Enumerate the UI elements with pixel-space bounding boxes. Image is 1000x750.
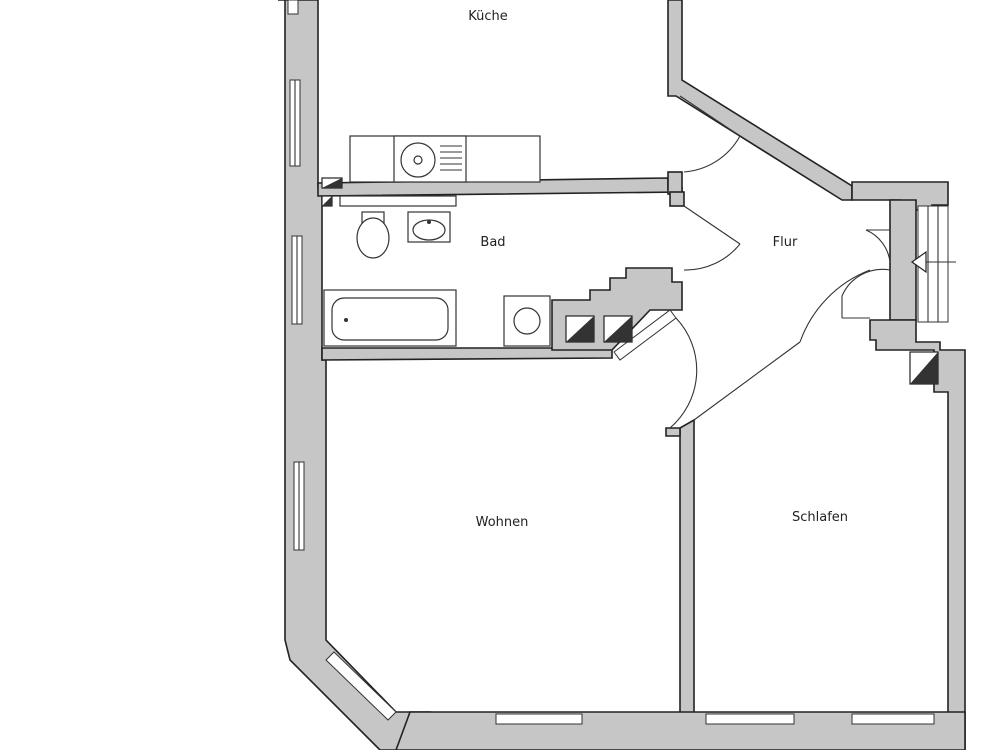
windows (287, 0, 949, 725)
room-label-hall: Flur (773, 235, 798, 250)
living-bedroom-partition (665, 418, 695, 750)
bath-fixtures (323, 195, 551, 347)
room-label-bath: Bad (480, 235, 505, 250)
doors (613, 95, 956, 429)
ventilation-shafts (321, 177, 939, 385)
outer-wall-west (278, 0, 432, 750)
kitchen-counter (349, 135, 541, 183)
room-label-living: Wohnen (476, 515, 529, 530)
east-wall (851, 181, 966, 750)
room-label-kitchen: Küche (468, 9, 508, 24)
bath-hall-partition (669, 191, 685, 207)
room-label-bedroom: Schlafen (792, 510, 848, 525)
